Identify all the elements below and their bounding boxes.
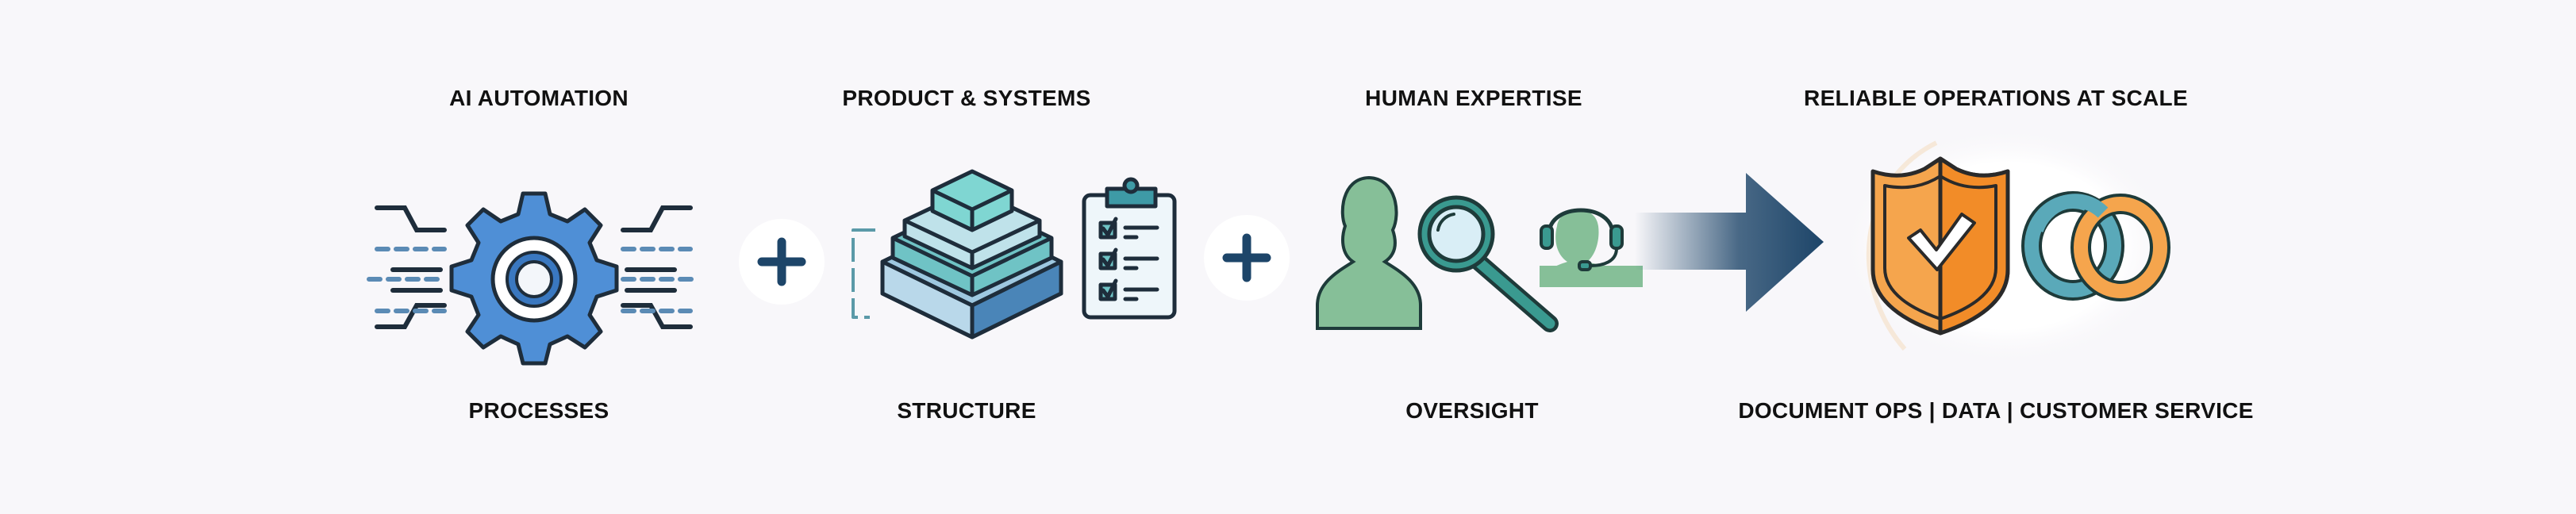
column-title-reliable-operations: RELIABLE OPERATIONS AT SCALE — [1804, 86, 2188, 110]
caption-structure: STRUCTURE — [897, 398, 1036, 423]
layers-stack-icon — [852, 169, 1063, 339]
magnifier-icon — [1417, 195, 1559, 332]
linked-rings-icon — [2021, 191, 2170, 301]
support-agent-icon — [1540, 208, 1643, 287]
caption-oversight: OVERSIGHT — [1405, 398, 1539, 423]
caption-processes: PROCESSES — [468, 398, 609, 423]
checklist-clipboard-icon — [1082, 177, 1177, 320]
column-title-product-systems: PRODUCT & SYSTEMS — [842, 86, 1091, 110]
person-icon — [1316, 175, 1422, 330]
plus-icon — [739, 219, 825, 305]
arrow-right-icon — [1635, 173, 1824, 312]
column-title-human-expertise: HUMAN EXPERTISE — [1365, 86, 1582, 110]
shield-check-icon — [1870, 156, 2010, 336]
caption-outcomes: DOCUMENT OPS | DATA | CUSTOMER SERVICE — [1738, 398, 2254, 423]
column-title-ai-automation: AI AUTOMATION — [449, 86, 629, 110]
gear-icon — [367, 191, 701, 366]
decorative-swoosh — [1866, 140, 1938, 351]
plus-icon — [1204, 215, 1290, 301]
